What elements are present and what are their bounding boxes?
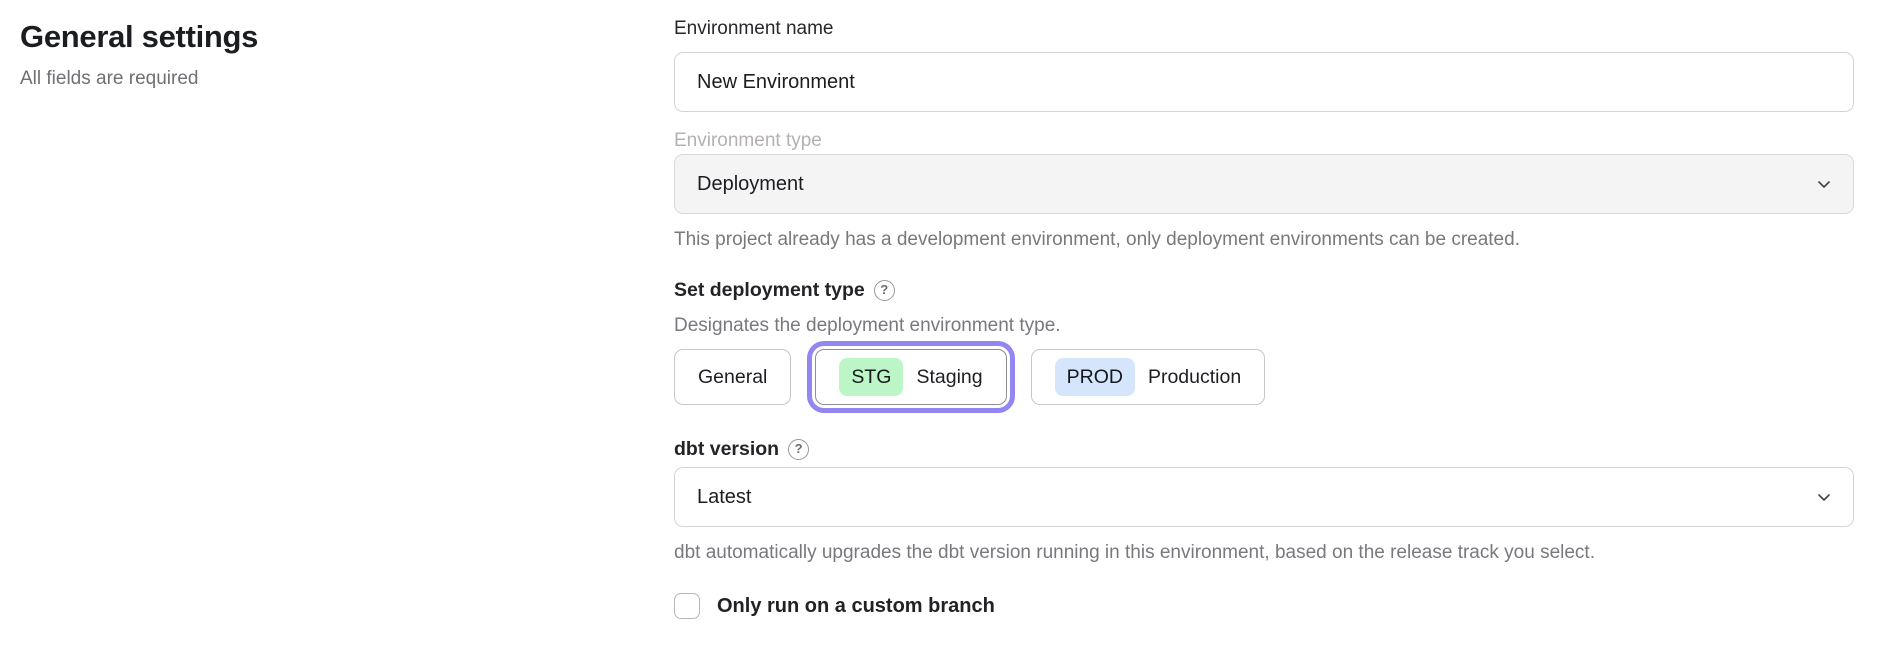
dbt-version-value: Latest bbox=[697, 486, 751, 509]
production-badge: PROD bbox=[1055, 358, 1135, 396]
page-subtitle: All fields are required bbox=[20, 67, 580, 91]
dbt-version-select[interactable]: Latest bbox=[674, 467, 1854, 527]
deployment-type-description: Designates the deployment environment ty… bbox=[674, 313, 1854, 339]
deployment-type-options: General STG Staging PROD Production bbox=[674, 349, 1854, 405]
deployment-type-production-button[interactable]: PROD Production bbox=[1031, 349, 1266, 405]
staging-badge: STG bbox=[839, 358, 903, 396]
custom-branch-label[interactable]: Only run on a custom branch bbox=[717, 595, 995, 618]
deployment-type-staging-button[interactable]: STG Staging bbox=[815, 349, 1006, 405]
page-title: General settings bbox=[20, 18, 580, 56]
dbt-version-heading: dbt version ? bbox=[674, 436, 1854, 462]
environment-type-help: This project already has a development e… bbox=[674, 227, 1854, 252]
general-settings-form: Environment name Environment type Deploy… bbox=[674, 0, 1854, 619]
staging-button-label: Staging bbox=[916, 366, 982, 389]
environment-type-select: Deployment bbox=[674, 154, 1854, 214]
environment-name-label: Environment name bbox=[674, 16, 1854, 42]
help-icon[interactable]: ? bbox=[874, 280, 895, 301]
deployment-type-general-button[interactable]: General bbox=[674, 349, 791, 405]
chevron-down-icon bbox=[1815, 488, 1833, 506]
general-button-label: General bbox=[698, 366, 767, 389]
environment-name-input[interactable] bbox=[674, 52, 1854, 112]
dbt-version-help: dbt automatically upgrades the dbt versi… bbox=[674, 540, 1854, 565]
custom-branch-checkbox[interactable] bbox=[674, 593, 700, 619]
deployment-type-heading: Set deployment type ? bbox=[674, 277, 1854, 303]
production-button-label: Production bbox=[1148, 366, 1241, 389]
settings-header: General settings All fields are required bbox=[20, 18, 580, 91]
help-icon[interactable]: ? bbox=[788, 439, 809, 460]
deployment-type-heading-text: Set deployment type bbox=[674, 277, 865, 303]
dbt-version-heading-text: dbt version bbox=[674, 436, 779, 462]
environment-type-label: Environment type bbox=[674, 128, 1854, 154]
environment-type-value: Deployment bbox=[697, 173, 804, 196]
custom-branch-row: Only run on a custom branch bbox=[674, 593, 1854, 619]
chevron-down-icon bbox=[1815, 175, 1833, 193]
